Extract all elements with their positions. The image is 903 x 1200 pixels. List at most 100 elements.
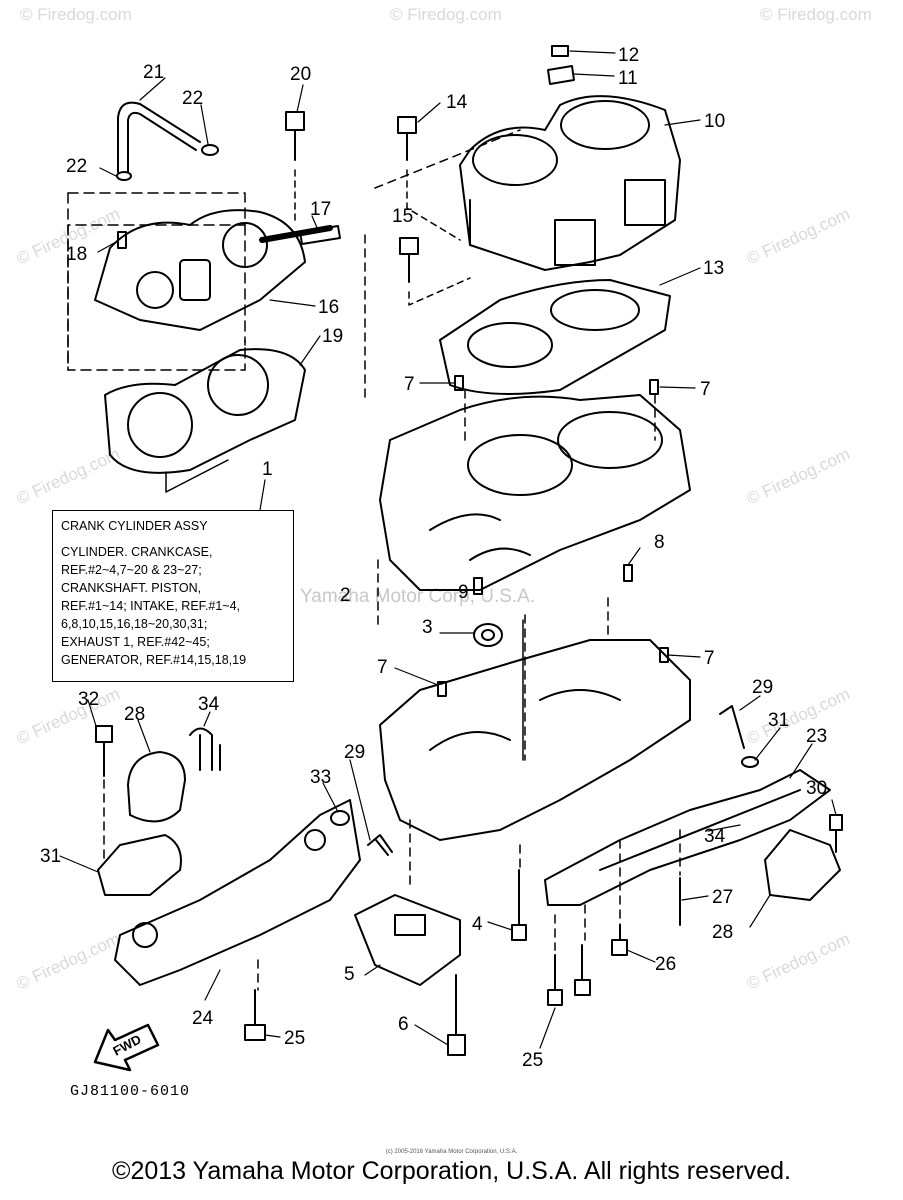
callout-26: 26	[655, 954, 676, 975]
callout-14: 14	[446, 92, 468, 113]
watermark: © Firedog.com	[14, 444, 123, 508]
assy-box-line: EXHAUST 1, REF.#42~45;	[61, 635, 210, 649]
callout-3: 3	[422, 617, 433, 638]
copyright-notice: ©2013 Yamaha Motor Corporation, U.S.A. A…	[112, 1157, 791, 1185]
part-7-dowel	[437, 681, 447, 697]
watermark: © Firedog.com	[14, 684, 123, 748]
fwd-arrow-icon	[93, 1023, 160, 1072]
callout-2: 2	[340, 585, 351, 606]
part-10-cylinder	[459, 95, 681, 271]
part-17-fitting	[299, 225, 341, 245]
part-14-bolt	[397, 116, 461, 241]
callout-labels: 21 22 22 20 14 12 11 10 17 15 18 13 16 1…	[40, 45, 827, 1071]
part-31-plate	[97, 834, 182, 896]
watermark: © Firedog.com	[14, 929, 123, 993]
part-18-pin	[117, 231, 127, 249]
callout-12: 12	[618, 45, 639, 66]
part-4-bolt	[511, 869, 527, 941]
part-25-bolt	[574, 944, 591, 996]
callout-34: 34	[198, 694, 220, 715]
callout-17: 17	[310, 199, 331, 220]
part-22-clamp	[116, 144, 219, 181]
part-24-mount	[114, 799, 361, 986]
watermark: © Firedog.com	[20, 5, 132, 24]
callout-7: 7	[404, 374, 415, 395]
part-3-bushing	[473, 623, 503, 647]
callout-29: 29	[752, 677, 773, 698]
part-29-bolt	[719, 705, 745, 749]
watermark: © Firedog.com	[390, 5, 502, 24]
callout-31: 31	[768, 710, 789, 731]
callout-31: 31	[40, 846, 61, 867]
callout-pointers	[59, 50, 837, 1049]
part-34-clip	[189, 727, 221, 771]
callout-10: 10	[704, 111, 725, 132]
callout-4: 4	[472, 914, 483, 935]
part-7-dowel	[649, 379, 659, 395]
callout-24: 24	[192, 1008, 214, 1029]
watermark: © Firedog.com	[744, 929, 853, 993]
part-33-washer	[330, 810, 350, 826]
callout-1: 1	[262, 459, 273, 480]
part-26-bolt	[611, 924, 628, 956]
part-12-bolt	[551, 45, 569, 57]
callout-7: 7	[377, 657, 388, 678]
callout-23: 23	[806, 726, 827, 747]
part-29-bolt	[367, 834, 393, 856]
leader-lines	[103, 129, 681, 991]
callout-25: 25	[522, 1050, 543, 1071]
part-5-damper	[354, 894, 461, 986]
upper-crankcase	[379, 394, 691, 591]
callout-15: 15	[392, 206, 413, 227]
part-8-pin	[623, 564, 633, 582]
part-30-bolt	[829, 814, 843, 853]
callout-27: 27	[712, 887, 733, 908]
part-11-bracket	[547, 65, 575, 85]
watermark-layer: © Firedog.com © Firedog.com © Firedog.co…	[14, 5, 872, 994]
part-6-bolt	[447, 974, 466, 1056]
part-25-bolt	[244, 989, 266, 1041]
callout-16: 16	[318, 297, 339, 318]
part-25-bolt	[547, 954, 563, 1006]
part-9-pin	[473, 577, 483, 595]
callout-9: 9	[458, 582, 469, 603]
callout-28: 28	[712, 922, 733, 943]
callout-20: 20	[290, 64, 311, 85]
callout-21: 21	[143, 62, 164, 83]
part-19-gasket	[104, 348, 306, 474]
part-23-mount	[544, 769, 831, 906]
part-31-plate	[741, 756, 759, 768]
assy-box-line: REF.#1~14; INTAKE, REF.#1~4,	[61, 599, 241, 613]
watermark: © Firedog.com	[744, 204, 853, 268]
assy-box-line: 6,8,10,15,16,18~20,30,31;	[61, 617, 208, 631]
fine-print: (c) 2005-2016 Yamaha Motor Corporation, …	[385, 1149, 518, 1155]
callout-34: 34	[704, 826, 726, 847]
watermark-center: Yamaha Motor Corp, U.S.A.	[300, 586, 535, 607]
callout-7: 7	[704, 648, 715, 669]
assy-box-line: CRANKSHAFT. PISTON,	[61, 581, 202, 595]
part-15-bolt	[399, 237, 471, 306]
part-16-cover	[94, 209, 333, 331]
callout-19: 19	[322, 326, 343, 347]
callout-32: 32	[78, 689, 99, 710]
callout-8: 8	[654, 532, 665, 553]
callout-18: 18	[66, 244, 87, 265]
watermark: © Firedog.com	[744, 444, 853, 508]
callout-11: 11	[618, 68, 638, 89]
part-21-hose	[117, 101, 201, 173]
assy-box-line: GENERATOR, REF.#14,15,18,19	[61, 653, 247, 667]
callout-29: 29	[344, 742, 365, 763]
callout-28: 28	[124, 704, 145, 725]
assy-box-title: CRANK CYLINDER ASSY	[61, 519, 208, 533]
watermark: © Firedog.com	[760, 5, 872, 24]
callout-22: 22	[66, 156, 87, 177]
callout-13: 13	[703, 258, 724, 279]
diagram-code: GJ81100-6010	[70, 1083, 191, 1100]
callout-7: 7	[700, 379, 711, 400]
part-13-gasket	[439, 279, 671, 395]
part-20-bolt	[285, 111, 305, 226]
lower-crankcase	[379, 619, 691, 841]
callout-22: 22	[182, 88, 203, 109]
callout-5: 5	[344, 964, 355, 985]
